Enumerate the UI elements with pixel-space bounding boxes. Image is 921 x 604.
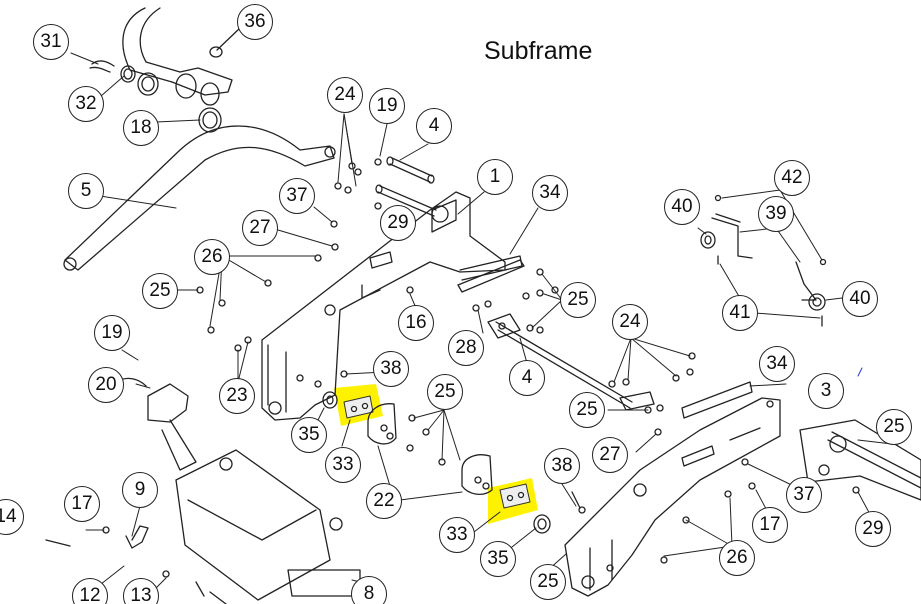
- callout-1: 1: [477, 159, 513, 195]
- callout-28: 28: [448, 330, 484, 366]
- callout-23: 23: [219, 378, 255, 414]
- right-frame-part: [564, 397, 781, 597]
- callout-34-right: 34: [759, 346, 795, 382]
- leader-lines: [70, 52, 893, 589]
- callout-25-center: 25: [427, 374, 463, 410]
- callout-35-lower: 35: [480, 541, 516, 577]
- plates-34: [681, 381, 753, 419]
- callout-25-bottom: 25: [530, 564, 566, 600]
- callout-38-lower: 38: [544, 448, 580, 484]
- callout-42: 42: [774, 160, 810, 196]
- lower-left-assembly: [45, 377, 361, 604]
- callout-31: 31: [33, 24, 69, 60]
- callout-8: 4: [416, 108, 452, 144]
- callout-25-mid: 25: [560, 282, 596, 318]
- highlight-33-upper: [334, 384, 383, 426]
- callout-25-far-right: 25: [876, 409, 912, 445]
- callout-24-top: 24: [327, 77, 363, 113]
- left-frame-part: [261, 191, 525, 421]
- rods-part: [375, 156, 449, 223]
- callout-33-upper: 33: [325, 447, 361, 483]
- linkage-part: [700, 194, 827, 327]
- callout-27-top: 27: [242, 210, 278, 246]
- callout-20: 20: [88, 367, 124, 403]
- callout-22: 22: [366, 483, 402, 519]
- callout-12: 9: [122, 472, 158, 508]
- callout-26-right: 26: [719, 540, 755, 576]
- callout-37-top: 37: [279, 178, 315, 214]
- cross-shaft-part: [487, 313, 655, 411]
- callout-4: 4: [509, 360, 545, 396]
- callout-25-right-mid: 25: [569, 392, 605, 428]
- callout-34-left: 34: [532, 175, 568, 211]
- callout-32: 32: [68, 86, 104, 122]
- callout-38-top: 38: [373, 351, 409, 387]
- callout-29-right: 29: [855, 511, 891, 547]
- callout-17-lower-left: 17: [64, 486, 100, 522]
- callout-18: 18: [123, 110, 159, 146]
- callout-29-top: 29: [380, 205, 416, 241]
- lever-arm-part: [63, 125, 336, 271]
- callout-35-upper: 35: [291, 417, 327, 453]
- top-handle-part: [89, 7, 241, 133]
- bolts-upper: [196, 158, 559, 378]
- bolts-middle: [406, 352, 860, 572]
- callout-39: 39: [758, 196, 794, 232]
- callout-37-right: 37: [786, 477, 822, 513]
- callout-13: 12: [72, 578, 108, 604]
- callout-40-left: 40: [664, 189, 700, 225]
- callout-17-right: 17: [752, 507, 788, 543]
- bracket-22-parts: [367, 403, 493, 496]
- callout-26-left: 26: [194, 239, 230, 275]
- callout-19-left: 19: [94, 315, 130, 351]
- callout-9: 8: [351, 576, 387, 604]
- diagram-title: Subframe: [484, 37, 593, 65]
- callout-27-right: 27: [592, 437, 628, 473]
- callout-17-mid: 16: [398, 305, 434, 341]
- callout-41: 41: [722, 295, 758, 331]
- callout-5: 5: [68, 173, 104, 209]
- callout-40-right: 40: [842, 281, 878, 317]
- spacers-part: [322, 391, 581, 534]
- callout-25-left: 25: [142, 273, 178, 309]
- callout-33-lower: 33: [439, 517, 475, 553]
- highlight-33-lower: [488, 478, 538, 524]
- callout-24-right: 24: [612, 304, 648, 340]
- callout-36: 36: [237, 4, 273, 40]
- callout-19-top: 19: [369, 88, 405, 124]
- callout-3: 3: [808, 373, 844, 409]
- callout-16: 13: [123, 578, 159, 604]
